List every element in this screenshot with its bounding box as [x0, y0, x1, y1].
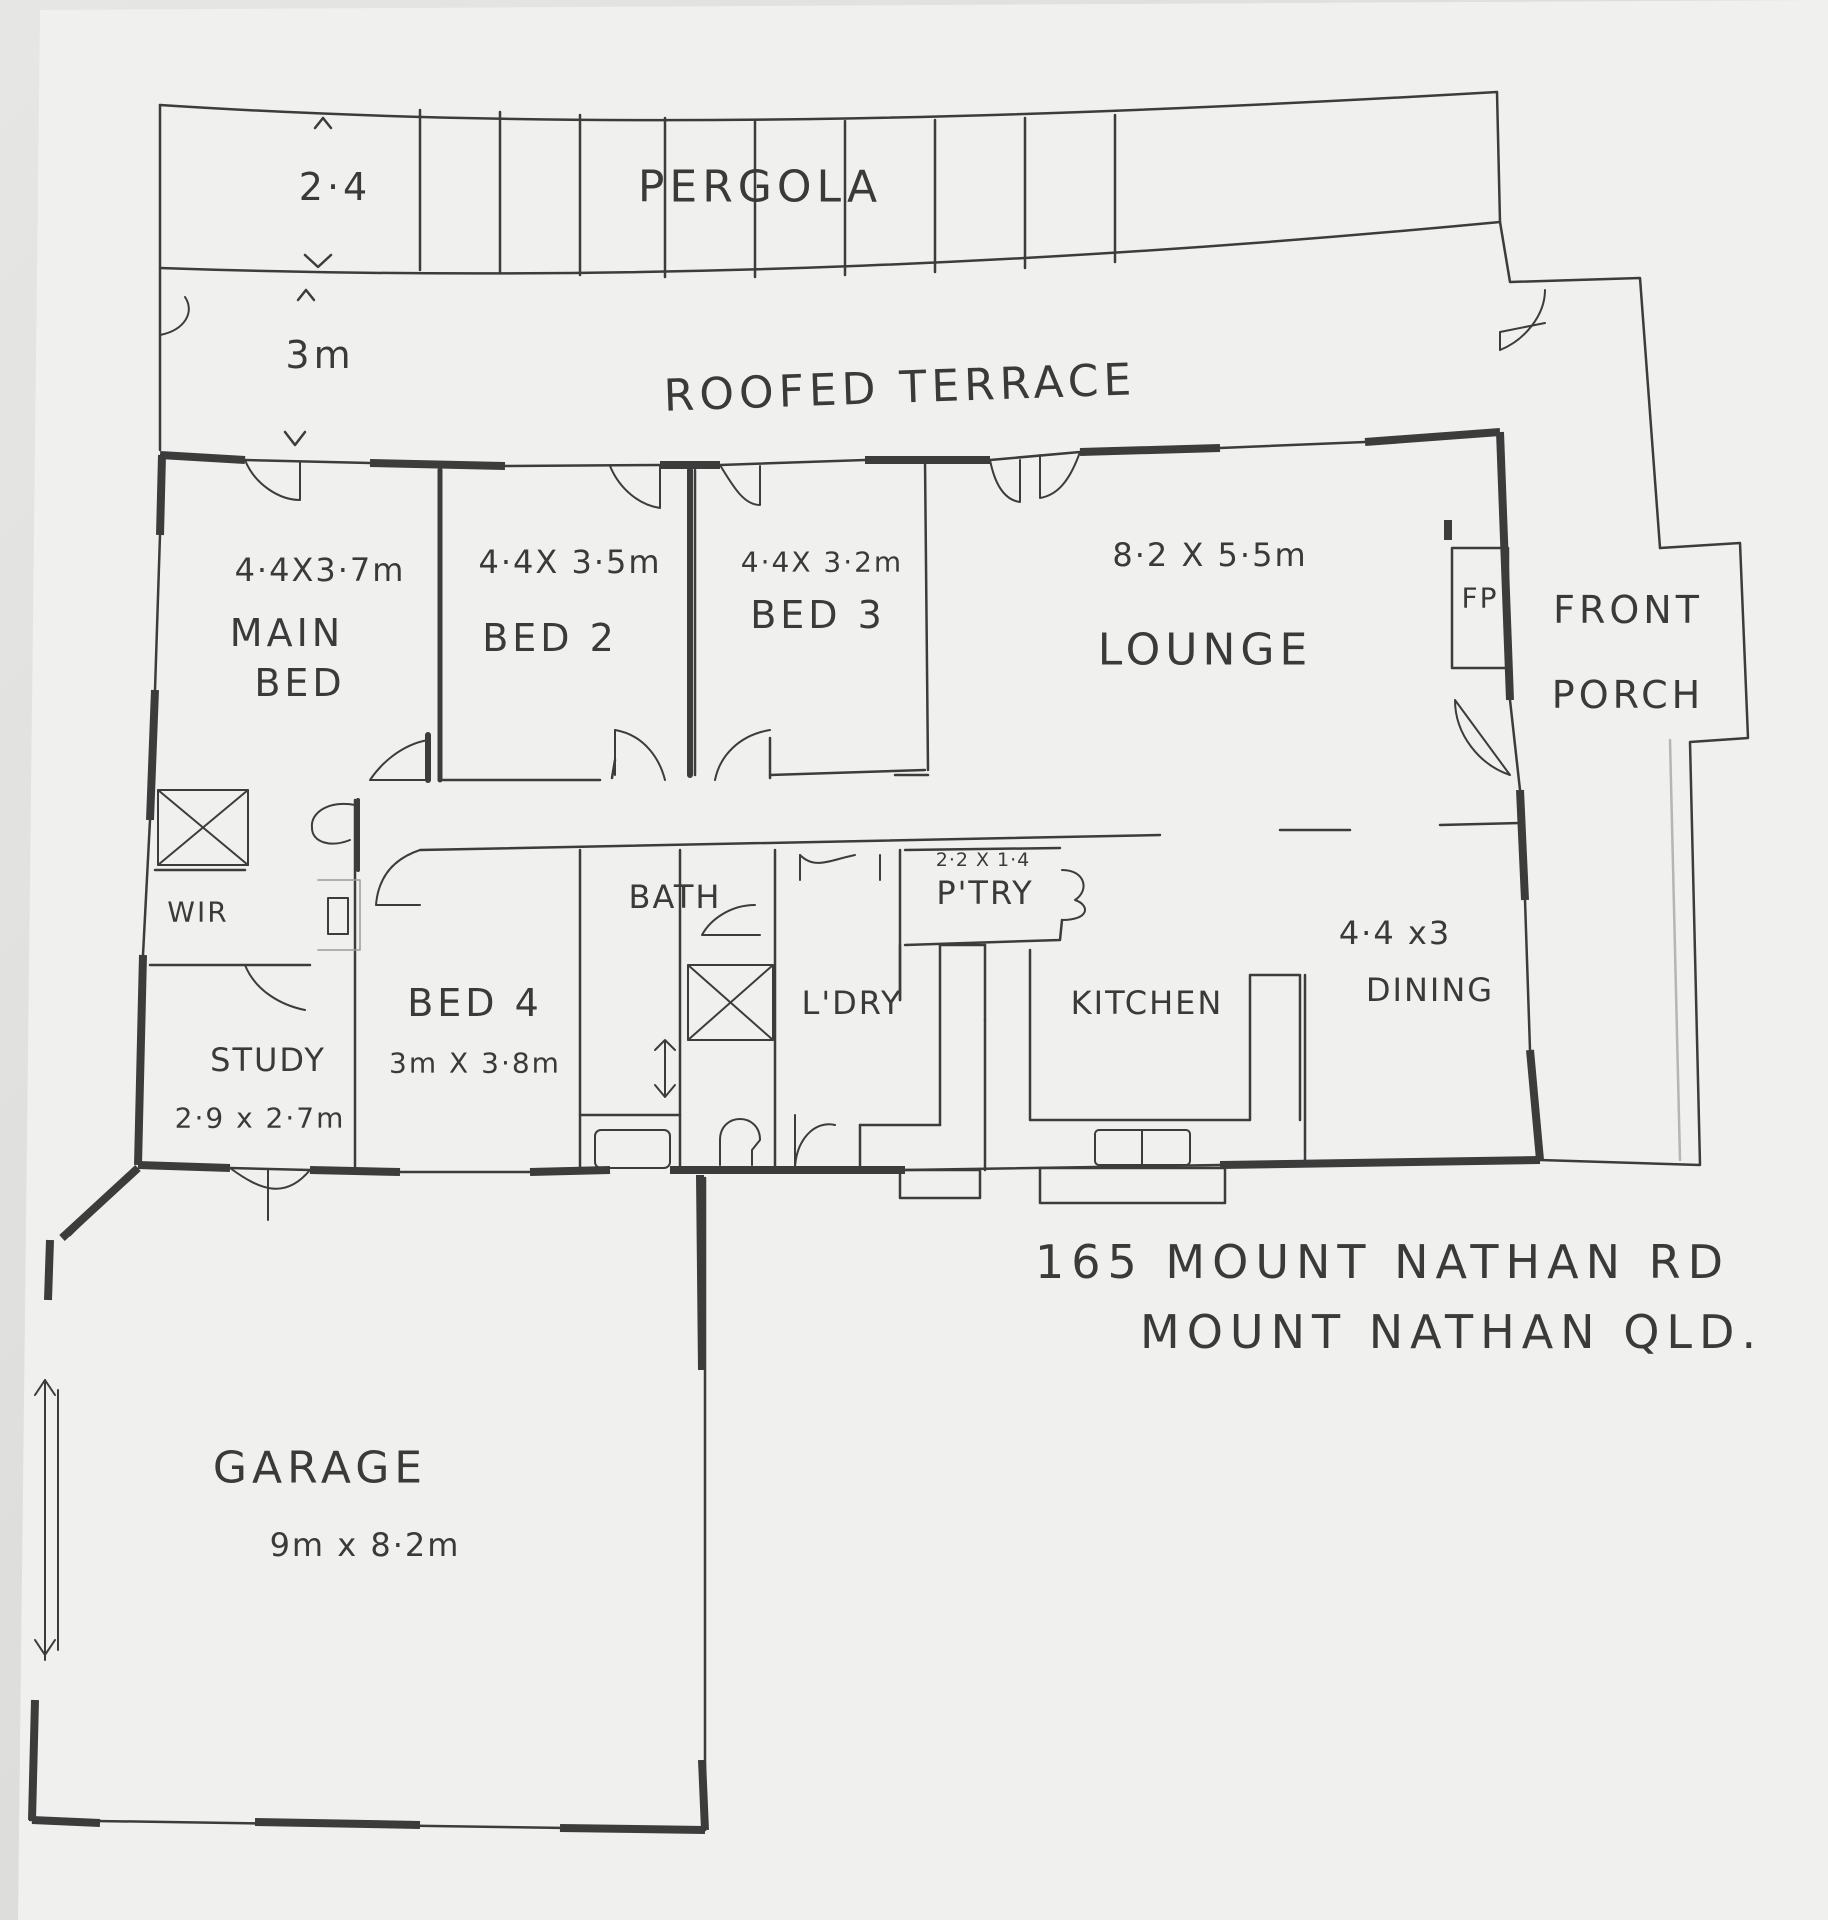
garage-label: GARAGE [212, 1442, 428, 1494]
lounge-dimensions: 8·2 X 5·5m [1112, 536, 1308, 574]
bath-label: BATH [628, 878, 722, 916]
study-label: STUDY [210, 1041, 326, 1079]
laundry-label: L'DRY [801, 984, 903, 1022]
bed3-label: BED 3 [750, 593, 886, 637]
main-bed-dimensions: 4·4X3·7m [234, 551, 406, 589]
front-porch-label-line1: FRONT [1553, 588, 1703, 632]
address-line-2: MOUNT NATHAN QLD. [1140, 1305, 1764, 1359]
linen-cross [687, 964, 774, 1041]
door-swings [229, 451, 1511, 1221]
ensuite-toilet [310, 802, 356, 845]
lounge-label: LOUNGE [1097, 624, 1313, 676]
address-line-1: 165 MOUNT NATHAN RD [1035, 1235, 1730, 1289]
pergola-dimension: 2·4 [298, 165, 372, 209]
dining-dimensions: 4·4 x3 [1338, 914, 1452, 952]
study-dimensions: 2·9 x 2·7m [174, 1101, 346, 1135]
terrace-area [159, 220, 1750, 1167]
robe-cross [157, 789, 249, 866]
garage-walls [28, 1165, 709, 1834]
pantry-label: P'TRY [936, 874, 1034, 912]
kitchen-label: KITCHEN [1070, 984, 1224, 1022]
main-bed-label-line2: BED [254, 661, 346, 705]
pergola-rafters [418, 108, 1117, 279]
exterior-walls [134, 428, 1544, 1176]
garage-dimensions: 9m x 8·2m [269, 1526, 461, 1564]
bed2-dimensions: 4·4X 3·5m [478, 543, 662, 581]
bed2-label: BED 2 [482, 616, 618, 660]
bed3-dimensions: 4·4X 3·2m [740, 545, 904, 579]
pergola-dimension-arrows [283, 116, 333, 447]
paper-sheet [18, 0, 1828, 1920]
pergola-label: PERGOLA [637, 161, 883, 213]
front-porch-label-line2: PORCH [1551, 673, 1705, 717]
pantry-dimensions: 2·2 X 1·4 [935, 849, 1031, 871]
bed4-dimensions: 3m X 3·8m [389, 1046, 561, 1080]
fireplace-box [1450, 546, 1510, 670]
main-bed-label-line1: MAIN [229, 611, 345, 655]
bed4-label: BED 4 [407, 981, 543, 1025]
fireplace-label: FP [1461, 581, 1499, 615]
dining-label: DINING [1365, 971, 1495, 1009]
ensuite-basin [327, 897, 349, 935]
bath-basin [594, 1129, 671, 1169]
terrace-dimension: 3m [285, 333, 355, 377]
wc [719, 1118, 761, 1166]
wir-label: WIR [167, 895, 229, 929]
pergola-area [158, 90, 1502, 452]
